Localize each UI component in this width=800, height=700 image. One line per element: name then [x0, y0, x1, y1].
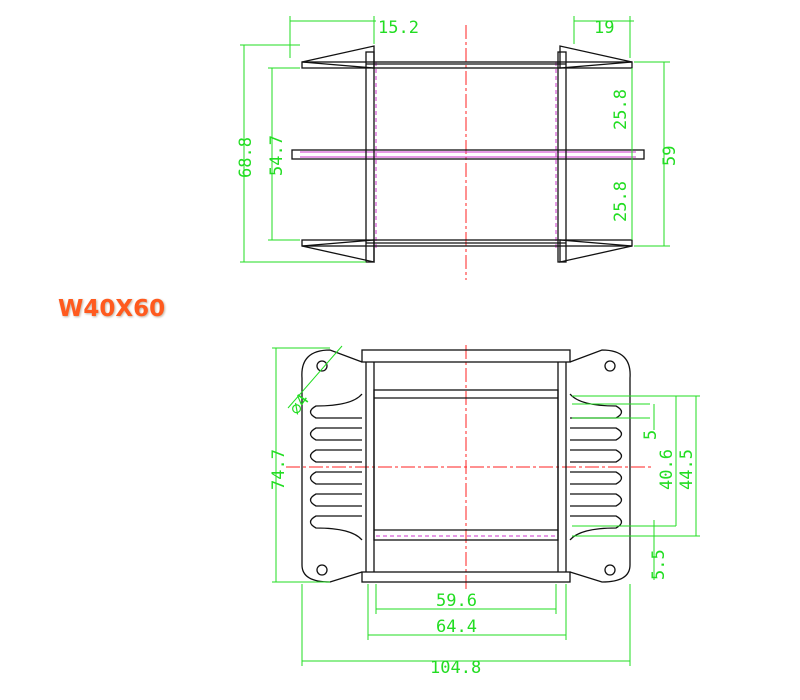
model-title: W40X60 — [58, 296, 166, 322]
mount-hole-bottom-left — [316, 564, 328, 576]
dim-half-height-top: 25.8 — [611, 89, 631, 130]
top-view-dim-labels: 15.2 19 68.8 54.7 25.8 25.8 59 — [236, 18, 680, 222]
dim-outer-span: 44.5 — [677, 449, 697, 490]
dim-fin-pitch: 5 — [641, 430, 661, 440]
dim-inner-height: 54.7 — [267, 135, 287, 176]
dim-bottom-gap: 5.5 — [649, 549, 669, 580]
dim-hole-diameter: ⌀4 — [286, 391, 314, 419]
dim-half-height-bottom: 25.8 — [611, 181, 631, 222]
mount-hole-top-right — [604, 360, 616, 372]
top-view-dimensions — [240, 16, 670, 263]
mount-hole-bottom-right — [604, 564, 616, 576]
bottom-view-dimensions — [272, 345, 700, 666]
bottom-view — [286, 345, 652, 590]
top-view — [291, 25, 645, 280]
mount-hole-top-left — [316, 360, 328, 372]
dim-pin-width-right: 19 — [594, 18, 614, 38]
dim-bottom-height: 74.7 — [269, 449, 289, 490]
dim-overall-height: 68.8 — [236, 137, 256, 178]
dim-right-height: 59 — [660, 146, 680, 166]
dim-pin-width-left: 15.2 — [378, 18, 419, 38]
bottom-view-dim-labels: ⌀4 74.7 5 40.6 44.5 5.5 59.6 64.4 104.8 — [269, 391, 697, 678]
dim-inner-width: 59.6 — [436, 591, 477, 611]
dim-inner-span: 40.6 — [657, 449, 677, 490]
dim-overall-width: 104.8 — [430, 658, 481, 678]
dim-hole-diameter-value: 4 — [292, 391, 314, 411]
dim-mid-width: 64.4 — [436, 617, 477, 637]
